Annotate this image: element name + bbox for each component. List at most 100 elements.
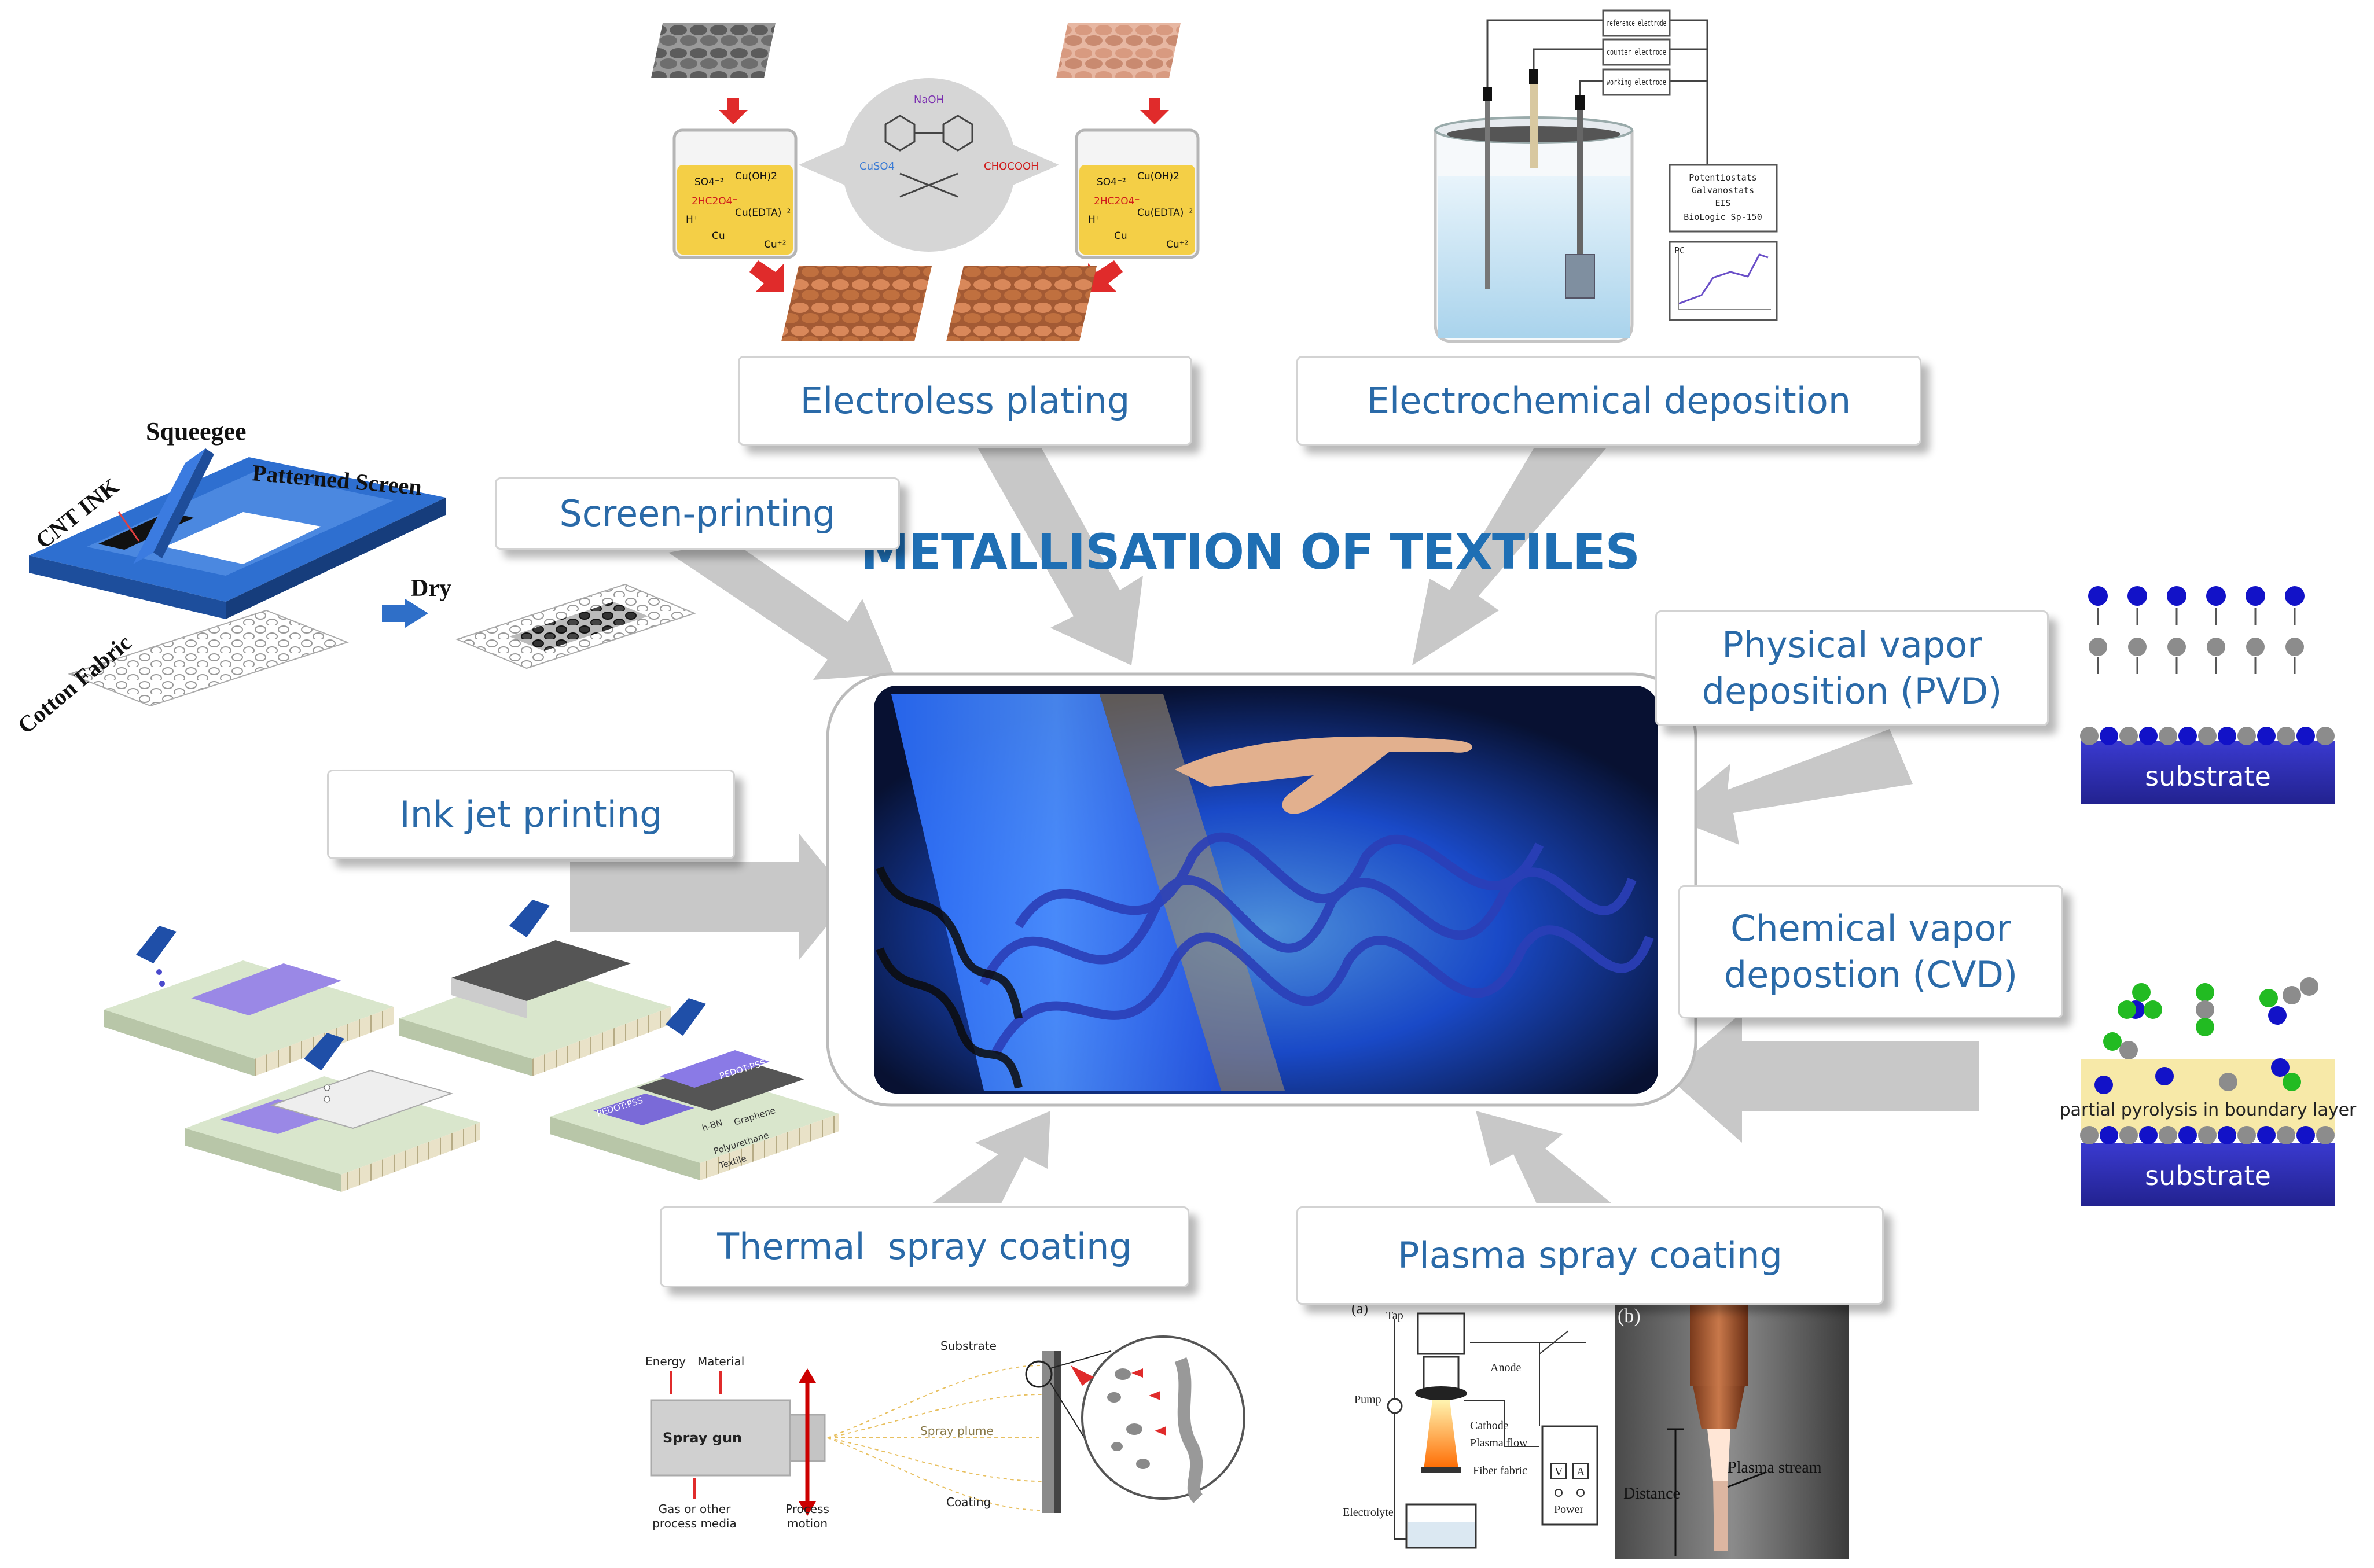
cvd-figure — [2080, 977, 2335, 1206]
pvd-film-atom — [2237, 727, 2256, 745]
tap-label: Tap — [1386, 1309, 1403, 1322]
pvd-film-atom — [2296, 727, 2315, 745]
cvd-molecule — [2196, 1018, 2214, 1036]
bl-3: Cu(EDTA)⁻² — [735, 207, 791, 219]
layer-pedot-2: PEDOT:PSS — [718, 1057, 767, 1081]
cvd-molecule — [2118, 1000, 2136, 1019]
cvd-film-atom — [2159, 1126, 2177, 1144]
pvd-atom-blue — [2088, 586, 2108, 606]
dry-label: Dry — [411, 575, 451, 602]
bl-5: Cu — [712, 230, 725, 242]
fiber-fabric-label: Fiber fabric — [1473, 1464, 1527, 1477]
center-image — [826, 672, 1697, 1107]
pvd-film-atom — [2257, 727, 2276, 745]
bl-4: H⁺ — [686, 214, 699, 226]
substrate-label: Substrate — [940, 1339, 997, 1353]
cathode-label: Cathode — [1470, 1419, 1509, 1432]
cnt-ink-label: CNT INK — [31, 473, 124, 554]
ink-jet-printing-text: Ink jet printing — [399, 793, 663, 835]
working-electrode-label: working electrode — [1607, 77, 1666, 87]
arrow-cvd — [1667, 1013, 1979, 1143]
br-6: Cu⁺² — [1166, 239, 1188, 251]
chocooh-text: CHOCOOH — [984, 160, 1039, 172]
instrument-line-3: EIS — [1715, 198, 1730, 208]
voltmeter-label: V — [1555, 1466, 1563, 1478]
br-4: H⁺ — [1088, 214, 1101, 226]
arrow-screen — [668, 541, 894, 680]
electrolyte-label: Electrolyte — [1343, 1506, 1394, 1519]
bl-2: 2HC2O4⁻ — [692, 196, 737, 207]
arrow-thermal — [932, 1111, 1050, 1203]
reference-electrode-label: reference electrode — [1607, 18, 1666, 28]
plasma-stream-label: Plasma stream — [1728, 1459, 1822, 1477]
layer-pedot-1: PEDOT:PSS — [596, 1095, 644, 1118]
plasma-figure — [1296, 1305, 1884, 1559]
cvd-molecule — [2144, 1000, 2162, 1019]
electroless-plating-text: Electroless plating — [800, 379, 1130, 422]
cvd-label: Chemical vapor depostion (CVD) — [1678, 885, 2063, 1018]
br-3: Cu(EDTA)⁻² — [1137, 207, 1193, 219]
pvd-atom-gray — [2285, 638, 2304, 656]
cvd-molecule — [2283, 986, 2301, 1004]
distance-label: Distance — [1623, 1485, 1680, 1503]
cvd-film-atom — [2316, 1126, 2335, 1144]
bl-6: Cu⁺² — [764, 239, 786, 251]
pvd-atom-blue — [2246, 586, 2265, 606]
plasma-spray-text: Plasma spray coating — [1398, 1234, 1783, 1276]
cvd-film-atom — [2198, 1126, 2217, 1144]
instrument-line-1: Potentiostats — [1689, 172, 1756, 183]
br-2: 2HC2O4⁻ — [1094, 196, 1140, 207]
cvd-film-atom — [2100, 1126, 2118, 1144]
pvd-atom-blue — [2167, 586, 2186, 606]
instrument-line-4: BioLogic Sp-150 — [1684, 212, 1762, 222]
pvd-film-atom — [2100, 727, 2118, 745]
spray-gun-label: Spray gun — [663, 1430, 742, 1446]
cvd-film-atom — [2139, 1126, 2158, 1144]
electrochem-figure — [1434, 9, 1778, 343]
pvd-atom-gray — [2246, 638, 2265, 656]
power-label: Power — [1554, 1503, 1583, 1516]
process-label-1: Process — [785, 1502, 829, 1516]
cvd-film-atom — [2080, 1126, 2099, 1144]
energy-label: Energy — [645, 1354, 686, 1368]
electroless-figure — [651, 23, 1200, 341]
cvd-molecule — [2219, 1073, 2237, 1091]
pvd-figure — [2080, 586, 2335, 804]
counter-electrode-label: counter electrode — [1607, 47, 1666, 57]
pvd-text-line-1: Physical vapor — [1722, 624, 1982, 666]
inkjet-figure — [104, 900, 839, 1192]
cvd-molecule — [2196, 983, 2214, 1002]
cvd-text-line-1: Chemical vapor — [1730, 907, 2011, 949]
pvd-atom-blue — [2285, 586, 2305, 606]
pvd-atom-gray — [2207, 638, 2225, 656]
electrochemical-deposition-text: Electrochemical deposition — [1366, 379, 1851, 422]
thermal-spray-label: Thermal spray coating — [660, 1206, 1189, 1287]
plasma-spray-label: Plasma spray coating — [1296, 1206, 1884, 1305]
arrow-pvd — [1667, 729, 1913, 845]
pvd-atom-gray — [2167, 638, 2186, 656]
cotton-fabric-label: Cotton Fabric — [13, 629, 137, 738]
screen-printing-label: Screen-printing — [495, 477, 900, 550]
cvd-film-atom — [2218, 1126, 2236, 1144]
cvd-molecule — [2283, 1073, 2301, 1091]
cvd-molecule — [2119, 1041, 2138, 1059]
layer-hbn: h-BN — [701, 1117, 724, 1133]
cvd-molecule — [2132, 983, 2151, 1002]
coating-label: Coating — [946, 1495, 991, 1509]
process-label-2: motion — [787, 1517, 828, 1530]
squeegee-label: Squeegee — [146, 417, 247, 446]
cvd-film-atom — [2257, 1126, 2276, 1144]
plume-label: Spray plume — [920, 1424, 994, 1438]
gas-label-2: process media — [652, 1517, 737, 1530]
br-5: Cu — [1114, 230, 1127, 242]
arrow-inkjet — [570, 833, 851, 960]
cvd-molecule — [2271, 1058, 2290, 1077]
plasma-b-label: (b) — [1618, 1305, 1641, 1327]
arrow-electroless — [978, 448, 1143, 665]
cvd-substrate-label: substrate — [2145, 1160, 2271, 1191]
pvd-atom-blue — [2206, 586, 2226, 606]
arrows — [570, 448, 1979, 1203]
